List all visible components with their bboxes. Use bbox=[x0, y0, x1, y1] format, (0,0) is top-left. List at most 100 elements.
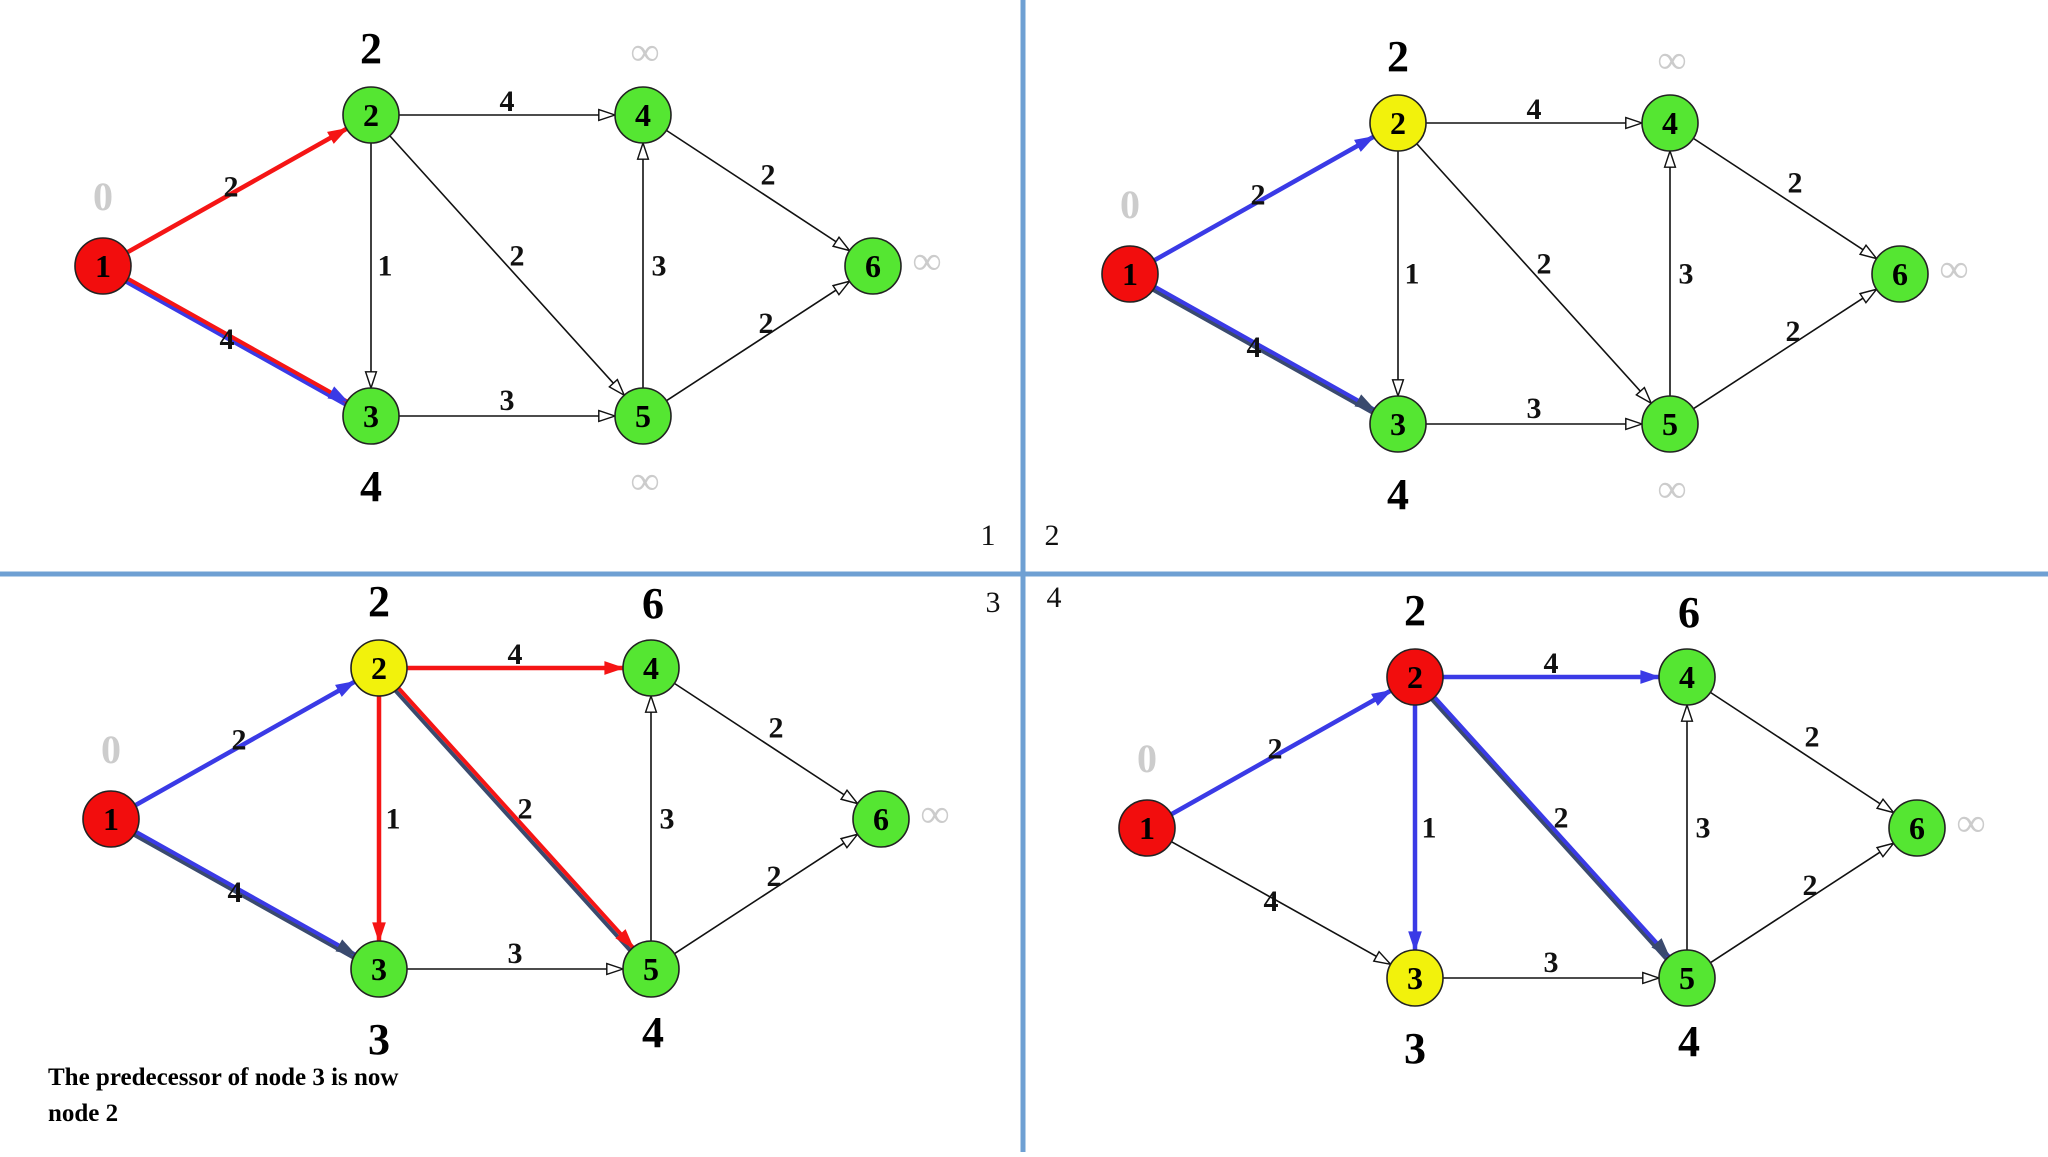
edge-weight-5-6: 2 bbox=[1786, 315, 1801, 348]
edge-weight-2-5: 2 bbox=[1554, 802, 1569, 835]
edge-line-1-2 bbox=[1153, 134, 1373, 263]
edge-weight-4-6: 2 bbox=[769, 712, 784, 745]
edge-weight-4-6: 2 bbox=[1788, 167, 1803, 200]
edge-line-5-6 bbox=[1693, 289, 1876, 410]
node-circle bbox=[1871, 245, 1929, 303]
edge-line-5-6 bbox=[1710, 843, 1893, 964]
edge-1-2: 2 bbox=[134, 679, 354, 808]
note-line-2: node 2 bbox=[48, 1100, 119, 1127]
node-4: 4∞ bbox=[1641, 37, 1699, 152]
node-circle bbox=[1658, 949, 1716, 1007]
node-label: 6 bbox=[873, 801, 889, 837]
distance-label-node-5: 4 bbox=[642, 1008, 664, 1057]
node-3: 34 bbox=[1369, 395, 1427, 519]
node-label: 1 bbox=[1139, 810, 1155, 846]
edge-line-5-6 bbox=[674, 834, 857, 955]
node-1: 10 bbox=[1118, 736, 1176, 857]
node-circle bbox=[1118, 799, 1176, 857]
node-circle bbox=[1888, 799, 1946, 857]
edge-1-2: 2 bbox=[1153, 134, 1373, 263]
edge-line-2-5 bbox=[1430, 698, 1668, 961]
node-circle bbox=[82, 790, 140, 848]
edge-2-4: 4 bbox=[1426, 93, 1642, 126]
edge-4-6: 2 bbox=[1692, 137, 1876, 258]
distance-label-node-2: 2 bbox=[1404, 586, 1426, 635]
edge-weight-2-3: 1 bbox=[386, 803, 401, 836]
edge-weight-2-4: 4 bbox=[1544, 647, 1559, 680]
node-1: 10 bbox=[1101, 182, 1159, 303]
edge-weight-1-3: 4 bbox=[1247, 331, 1262, 364]
edge-line-2-5 bbox=[1433, 695, 1671, 956]
node-6: 6∞ bbox=[1888, 799, 1986, 857]
edge-1-3: 4 bbox=[125, 277, 347, 407]
edge-1-3: 4 bbox=[133, 830, 355, 960]
edge-5-4: 3 bbox=[1687, 705, 1711, 950]
distance-label-node-6: ∞ bbox=[921, 791, 950, 836]
node-label: 4 bbox=[1679, 659, 1695, 695]
node-label: 5 bbox=[1679, 960, 1695, 996]
edge-line-2-5 bbox=[397, 686, 635, 947]
node-label: 1 bbox=[1122, 256, 1138, 292]
node-label: 1 bbox=[95, 248, 111, 284]
edge-weight-4-6: 2 bbox=[761, 159, 776, 192]
edge-weight-1-2: 2 bbox=[1251, 179, 1266, 212]
node-label: 6 bbox=[865, 248, 881, 284]
node-4: 46 bbox=[1658, 588, 1716, 706]
node-circle bbox=[852, 790, 910, 848]
edge-weight-1-3: 4 bbox=[228, 876, 243, 909]
edge-line-1-2 bbox=[126, 126, 346, 255]
edge-weight-2-3: 1 bbox=[1405, 258, 1420, 291]
node-label: 3 bbox=[1390, 406, 1406, 442]
edge-weight-5-4: 3 bbox=[1696, 812, 1711, 845]
edge-weight-2-5: 2 bbox=[510, 240, 525, 273]
edge-line-4-6 bbox=[1709, 691, 1893, 812]
distance-label-node-1: 0 bbox=[101, 727, 121, 772]
node-circle bbox=[614, 387, 672, 445]
node-3: 33 bbox=[1386, 949, 1444, 1073]
distance-label-node-5: ∞ bbox=[631, 458, 660, 503]
edge-2-5: 2 bbox=[1430, 695, 1671, 961]
node-2: 22 bbox=[1386, 586, 1444, 706]
node-6: 6∞ bbox=[1871, 245, 1968, 303]
edge-3-5: 3 bbox=[1443, 946, 1659, 979]
node-circle bbox=[1386, 648, 1444, 706]
edge-line-1-3 bbox=[1153, 285, 1374, 412]
node-label: 5 bbox=[1662, 406, 1678, 442]
node-5: 5∞ bbox=[614, 387, 672, 503]
node-label: 2 bbox=[371, 650, 387, 686]
distance-label-node-4: 6 bbox=[642, 579, 664, 628]
edge-weight-3-5: 3 bbox=[508, 937, 523, 970]
edge-1-3: 4 bbox=[1152, 285, 1374, 415]
edge-weight-2-3: 1 bbox=[378, 250, 393, 283]
node-label: 3 bbox=[371, 951, 387, 987]
edge-weight-3-5: 3 bbox=[500, 384, 515, 417]
distance-label-node-6: ∞ bbox=[1957, 800, 1986, 845]
predecessor-note: The predecessor of node 3 is now node 2 bbox=[48, 1060, 488, 1132]
edge-weight-5-6: 2 bbox=[767, 860, 782, 893]
panel-number: 3 bbox=[986, 586, 1001, 619]
node-label: 4 bbox=[635, 97, 651, 133]
edge-weight-1-2: 2 bbox=[224, 171, 239, 204]
node-circle bbox=[622, 940, 680, 998]
edge-2-5: 2 bbox=[394, 686, 635, 952]
distance-label-node-6: ∞ bbox=[913, 238, 942, 283]
node-label: 6 bbox=[1909, 810, 1925, 846]
node-6: 6∞ bbox=[844, 237, 942, 295]
edge-line-1-3 bbox=[1171, 840, 1390, 965]
node-circle bbox=[614, 86, 672, 144]
edge-weight-3-5: 3 bbox=[1527, 392, 1542, 425]
edge-weight-2-4: 4 bbox=[500, 85, 515, 118]
node-2: 22 bbox=[350, 577, 408, 697]
edge-line-1-3 bbox=[1152, 288, 1374, 415]
node-circle bbox=[74, 237, 132, 295]
edge-4-6: 2 bbox=[665, 129, 849, 250]
node-5: 5∞ bbox=[1641, 395, 1699, 511]
edge-5-6: 2 bbox=[1710, 843, 1893, 964]
node-circle bbox=[350, 940, 408, 998]
distance-label-node-5: ∞ bbox=[1658, 466, 1687, 511]
distance-label-node-2: 2 bbox=[1387, 32, 1409, 81]
